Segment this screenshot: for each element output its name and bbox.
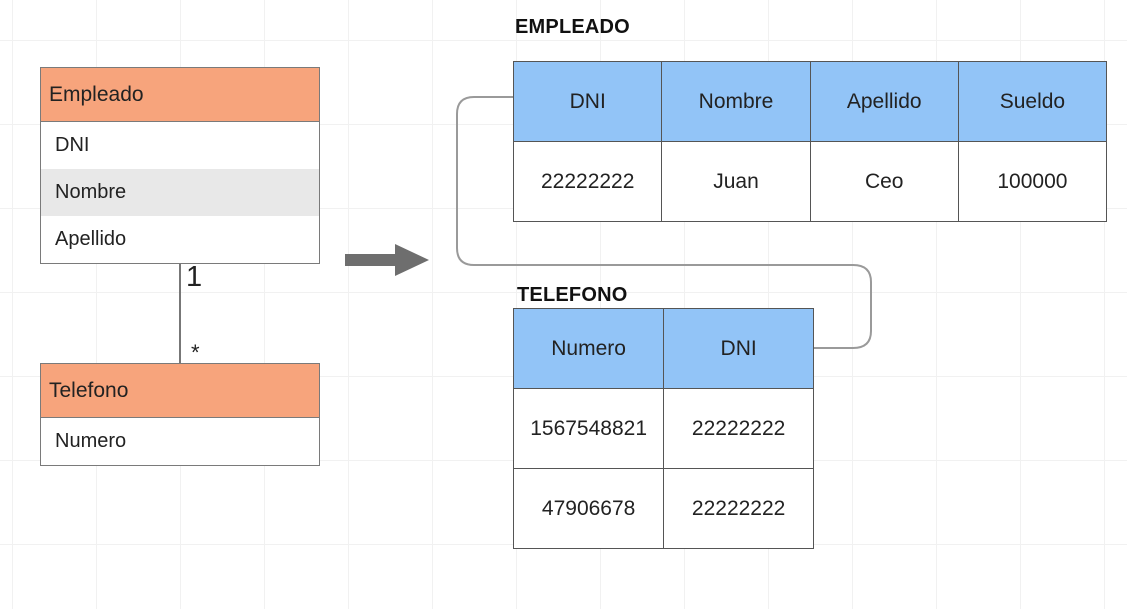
table-cell: 47906678 xyxy=(512,468,665,549)
column-header: DNI xyxy=(512,61,663,142)
table-cell: 1567548821 xyxy=(512,388,665,469)
multiplicity-many: * xyxy=(191,340,200,365)
table-cell: Ceo xyxy=(809,141,959,222)
table-title-telefono: TELEFONO xyxy=(517,284,628,306)
uml-class-telefono[interactable]: Telefono Numero xyxy=(40,363,320,466)
association-line xyxy=(179,264,181,363)
column-header: Apellido xyxy=(809,61,959,142)
table-header-row: Numero DNI xyxy=(512,308,814,389)
table-cell: 22222222 xyxy=(512,141,663,222)
table-cell: 22222222 xyxy=(663,468,814,549)
table-row: 22222222 Juan Ceo 100000 xyxy=(512,141,1108,222)
multiplicity-one: 1 xyxy=(186,261,203,293)
table-row: 47906678 22222222 xyxy=(512,468,814,549)
table-header-row: DNI Nombre Apellido Sueldo xyxy=(512,61,1108,142)
table-empleado: DNI Nombre Apellido Sueldo 22222222 Juan… xyxy=(512,61,1108,222)
transform-arrow-icon xyxy=(345,244,429,276)
column-header: Numero xyxy=(512,308,665,389)
table-cell: Juan xyxy=(661,141,811,222)
uml-class-name: Empleado xyxy=(41,68,319,122)
uml-class-name: Telefono xyxy=(41,364,319,418)
uml-attribute-numero: Numero xyxy=(55,430,127,452)
table-cell: 22222222 xyxy=(663,388,814,469)
uml-attribute-apellido: Apellido xyxy=(55,228,127,250)
uml-attribute-dni: DNI xyxy=(55,134,90,156)
column-header: DNI xyxy=(663,308,814,389)
uml-attribute-nombre: Nombre xyxy=(41,169,319,216)
table-row: 1567548821 22222222 xyxy=(512,388,814,469)
column-header: Nombre xyxy=(661,61,811,142)
table-telefono: Numero DNI 1567548821 22222222 47906678 … xyxy=(512,308,814,549)
table-title-empleado: EMPLEADO xyxy=(515,16,630,38)
uml-class-empleado[interactable]: Empleado DNI Nombre Apellido xyxy=(40,67,320,264)
table-cell: 100000 xyxy=(957,141,1108,222)
column-header: Sueldo xyxy=(957,61,1108,142)
